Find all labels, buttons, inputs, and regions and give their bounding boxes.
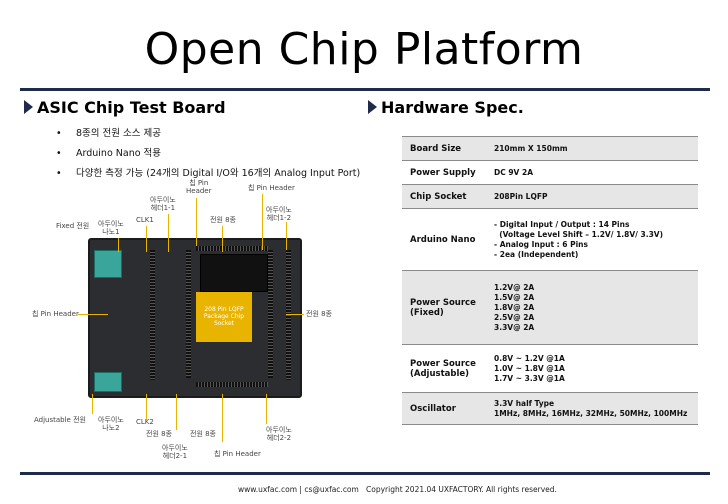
chip-package-label: 208 Pin LQFP Package Chip Socket <box>196 292 252 342</box>
label-clk1: CLK1 <box>136 216 154 224</box>
section-heading-asic: ASIC Chip Test Board <box>24 98 226 117</box>
list-item: Arduino Nano 적용 <box>56 144 376 164</box>
list-item: 다양한 측정 가능 (24개의 Digital I/O와 16개의 Analog… <box>56 164 376 184</box>
footer-contact[interactable]: www.uxfac.com | cs@uxfac.com <box>238 485 359 494</box>
label-power-8-bottom2: 전원 8종 <box>190 430 216 438</box>
table-row: Power Source (Adjustable) 0.8V ~ 1.2V @1… <box>402 344 698 393</box>
label-power-8-bottom1: 전원 8종 <box>146 430 172 438</box>
label-chip-pin-header-bottom: 칩 Pin Header <box>214 450 261 458</box>
spec-table: Board Size 210mm X 150mm Power Supply DC… <box>402 136 698 425</box>
leader-line <box>286 314 304 315</box>
leader-line <box>286 222 287 250</box>
leader-line <box>146 394 147 420</box>
leader-line <box>146 226 147 252</box>
arduino-nano-2 <box>94 372 122 392</box>
feature-list: 8종의 전원 소스 제공 Arduino Nano 적용 다양한 측정 가능 (… <box>56 124 376 184</box>
top-divider <box>20 88 710 91</box>
label-fixed-power: Fixed 전원 <box>56 222 90 230</box>
leader-line <box>222 394 223 442</box>
leader-line <box>222 226 223 252</box>
leader-line <box>266 394 267 424</box>
leader-line <box>92 394 93 414</box>
pin-header <box>286 250 291 380</box>
label-power-8-right: 전원 8종 <box>306 310 332 318</box>
table-row: Chip Socket 208Pin LQFP <box>402 184 698 209</box>
leader-line <box>78 314 108 315</box>
leader-line <box>196 198 197 246</box>
bottom-divider <box>20 472 710 475</box>
leader-line <box>262 194 263 250</box>
arduino-nano-1 <box>94 250 122 278</box>
page-title: Open Chip Platform <box>144 24 584 75</box>
table-row: Oscillator 3.3V half Type 1MHz, 8MHz, 16… <box>402 392 698 425</box>
footer-copyright: Copyright 2021.04 UXFACTORY. All rights … <box>366 485 557 494</box>
pin-header <box>186 250 191 378</box>
section-heading-hardware: Hardware Spec. <box>368 98 524 117</box>
table-row: Board Size 210mm X 150mm <box>402 136 698 161</box>
pin-header <box>196 382 268 387</box>
leader-line <box>168 214 169 252</box>
pin-header <box>268 250 273 378</box>
label-adjustable-power: Adjustable 전원 <box>34 416 86 424</box>
triangle-bullet-icon <box>368 100 377 114</box>
pin-header <box>150 250 155 380</box>
list-item: 8종의 전원 소스 제공 <box>56 124 376 144</box>
table-row: Power Supply DC 9V 2A <box>402 160 698 185</box>
label-chip-pin-header-top2: 칩 Pin Header <box>248 184 295 192</box>
chip-socket <box>200 254 268 292</box>
table-row: Arduino Nano - Digital Input / Output : … <box>402 208 698 271</box>
triangle-bullet-icon <box>24 100 33 114</box>
label-clk2: CLK2 <box>136 418 154 426</box>
leader-line <box>118 238 119 252</box>
label-power-8-top: 전원 8종 <box>210 216 236 224</box>
label-chip-pin-header-left: 칩 Pin Header <box>32 310 79 318</box>
pin-header <box>196 246 268 251</box>
leader-line <box>176 394 177 430</box>
table-row: Power Source (Fixed) 1.2V@ 2A 1.5V@ 2A 1… <box>402 270 698 345</box>
